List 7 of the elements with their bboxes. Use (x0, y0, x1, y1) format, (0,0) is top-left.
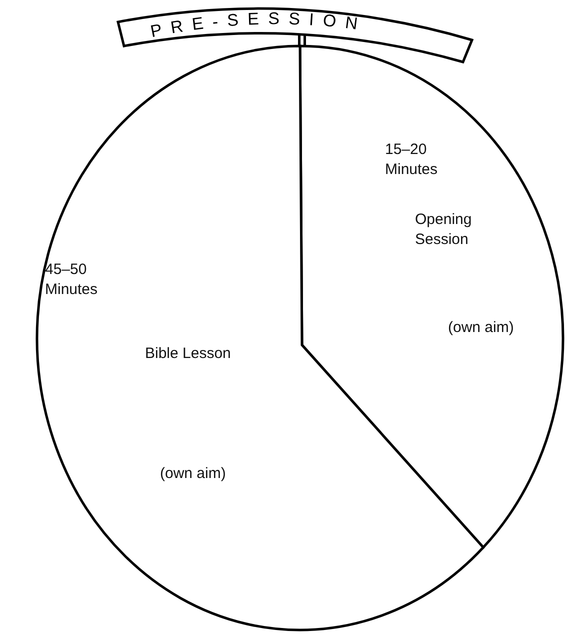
session-title: Opening Session (415, 210, 473, 250)
banner-title: PRE-SESSION (148, 9, 368, 42)
duration-label: 15–20 Minutes (385, 140, 439, 180)
session-title: Bible Lesson (145, 344, 232, 364)
aim-note: (own aim) (448, 318, 515, 338)
aim-note: (own aim) (160, 464, 227, 484)
duration-label: 45–50 Minutes (45, 260, 99, 300)
